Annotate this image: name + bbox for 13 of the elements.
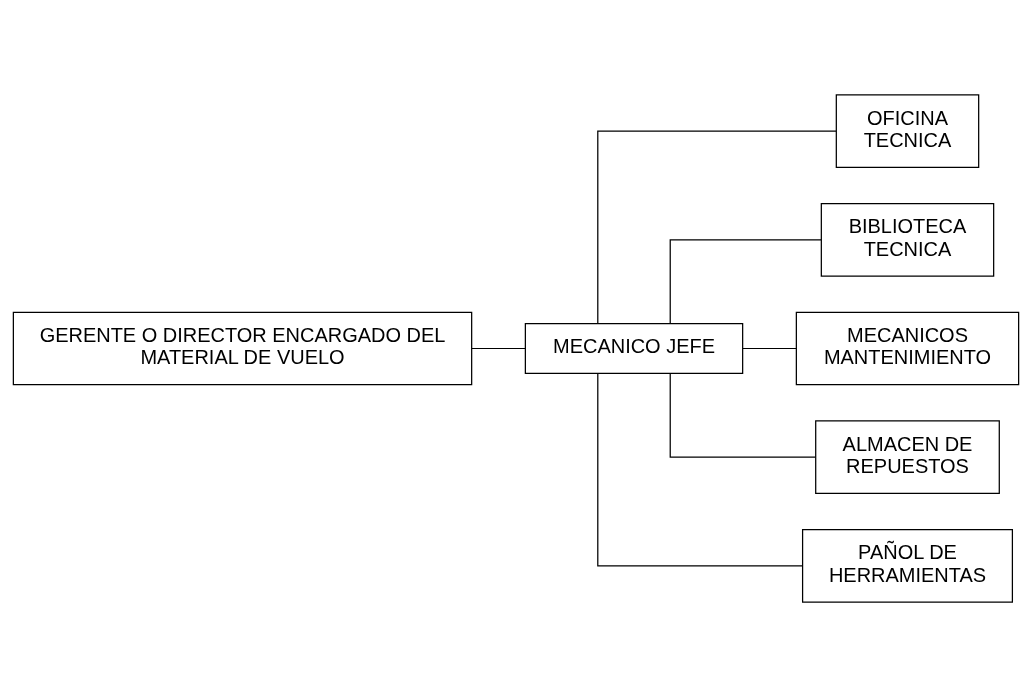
node-box: GERENTE O DIRECTOR ENCARGADO DEL MATERIAL DE VUELO — [12, 311, 473, 385]
node-box: MECANICOS MANTENIMIENTO — [795, 311, 1020, 385]
connector — [471, 347, 526, 349]
connector — [669, 372, 817, 458]
connector — [742, 347, 797, 349]
connector — [597, 130, 837, 324]
node-box: PAÑOL DE HERRAMIENTAS — [801, 528, 1013, 603]
node-box: OFICINA TECNICA — [835, 93, 980, 168]
connector — [669, 238, 822, 324]
node-box: ALMACEN DE REPUESTOS — [815, 419, 1000, 494]
node-box: BIBLIOTECA TECNICA — [820, 202, 995, 277]
node-box: MECANICO JEFE — [524, 322, 744, 374]
connector — [597, 372, 803, 566]
